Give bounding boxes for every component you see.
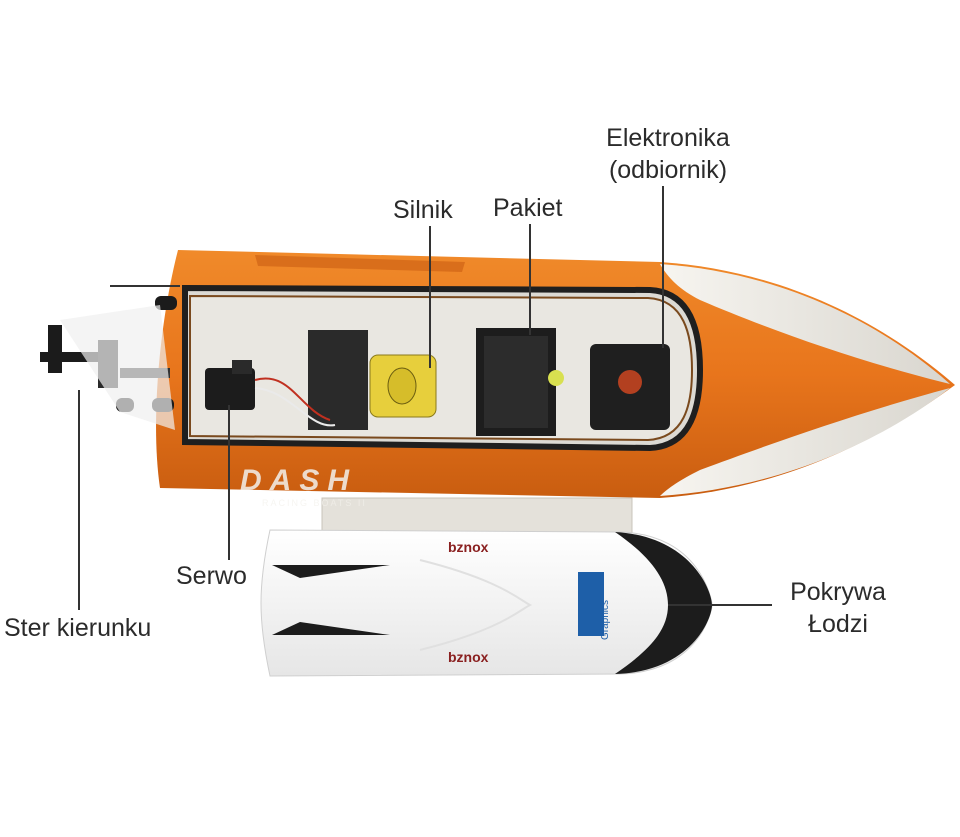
label-pokrywa-line1: Pokrywa bbox=[790, 578, 886, 606]
label-ster-kierunku: Ster kierunku bbox=[4, 614, 152, 642]
label-pokrywa: Pokrywa Łodzi bbox=[776, 576, 900, 640]
cover-logo-subtext: Graphics bbox=[600, 600, 611, 640]
hull-brand-subtext: RACING BOATS II bbox=[262, 498, 367, 508]
battery-pack bbox=[476, 328, 556, 436]
label-elektronika: Elektronika (odbiornik) bbox=[588, 122, 748, 186]
label-serwo: Serwo bbox=[176, 562, 247, 590]
servo bbox=[205, 360, 255, 410]
cover-brand-bottom: bznox bbox=[448, 649, 489, 665]
leader-lines bbox=[78, 186, 772, 610]
receiver-electronics bbox=[548, 344, 670, 430]
hull-brand-text: DASH bbox=[240, 464, 357, 497]
label-elektronika-line1: Elektronika bbox=[606, 124, 730, 152]
label-pakiet: Pakiet bbox=[493, 194, 563, 222]
boat-cover bbox=[260, 529, 713, 677]
label-elektronika-line2: (odbiornik) bbox=[608, 156, 728, 184]
label-pokrywa-line2: Łodzi bbox=[808, 610, 868, 638]
cover-brand-top: bznox bbox=[448, 539, 489, 555]
label-silnik: Silnik bbox=[393, 196, 453, 224]
motor bbox=[308, 330, 437, 430]
